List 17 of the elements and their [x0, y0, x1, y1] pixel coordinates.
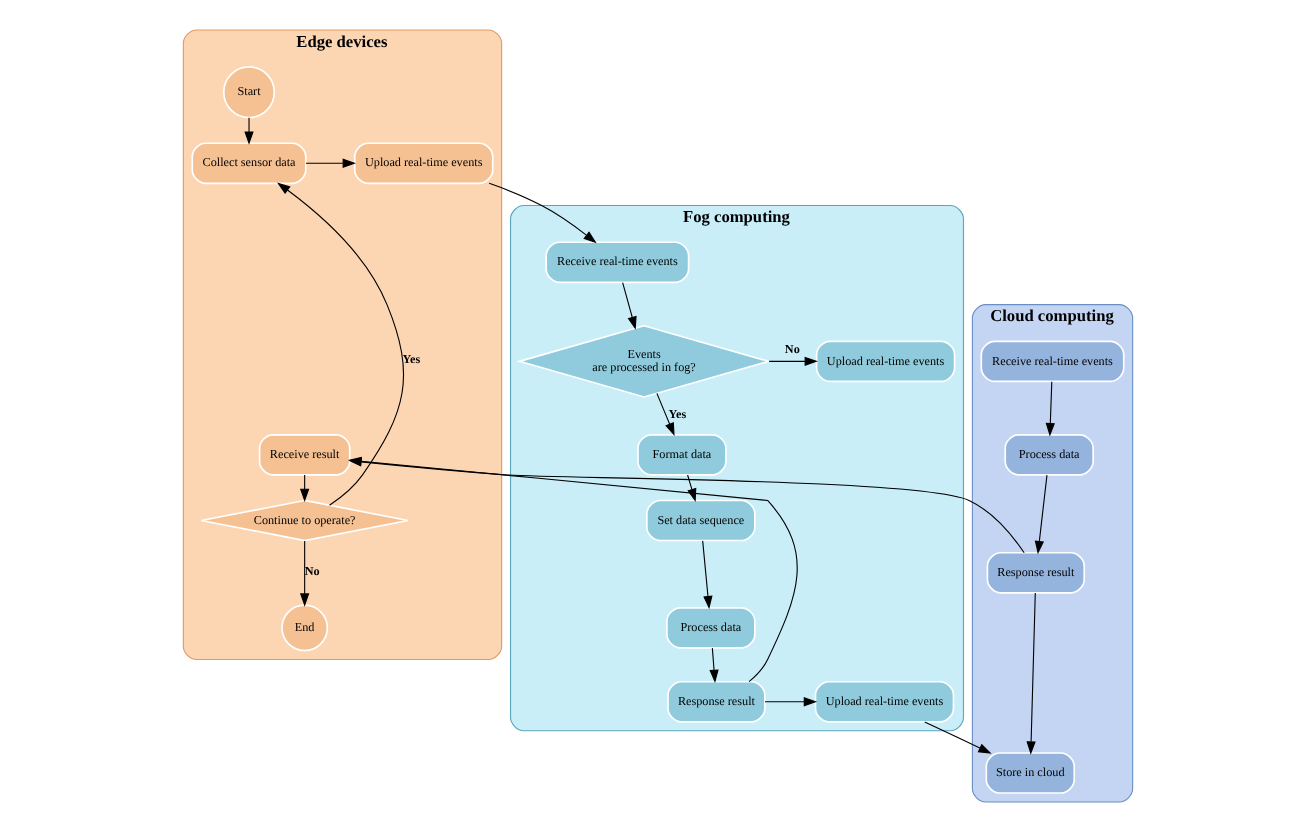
arrow — [709, 647, 719, 684]
arrow — [622, 282, 637, 330]
arrow — [299, 540, 310, 607]
arrow — [1026, 592, 1036, 755]
arrow — [924, 721, 992, 754]
arrow — [656, 392, 675, 437]
arrow — [305, 158, 356, 168]
arrow — [277, 182, 404, 506]
arrow — [702, 540, 713, 610]
arrow — [299, 474, 310, 503]
arrow — [244, 117, 254, 145]
arrow — [764, 697, 818, 707]
arrow — [687, 474, 697, 502]
arrow — [1045, 381, 1055, 437]
arrow — [1034, 474, 1048, 555]
arrow — [768, 356, 818, 367]
arrow — [488, 182, 597, 244]
